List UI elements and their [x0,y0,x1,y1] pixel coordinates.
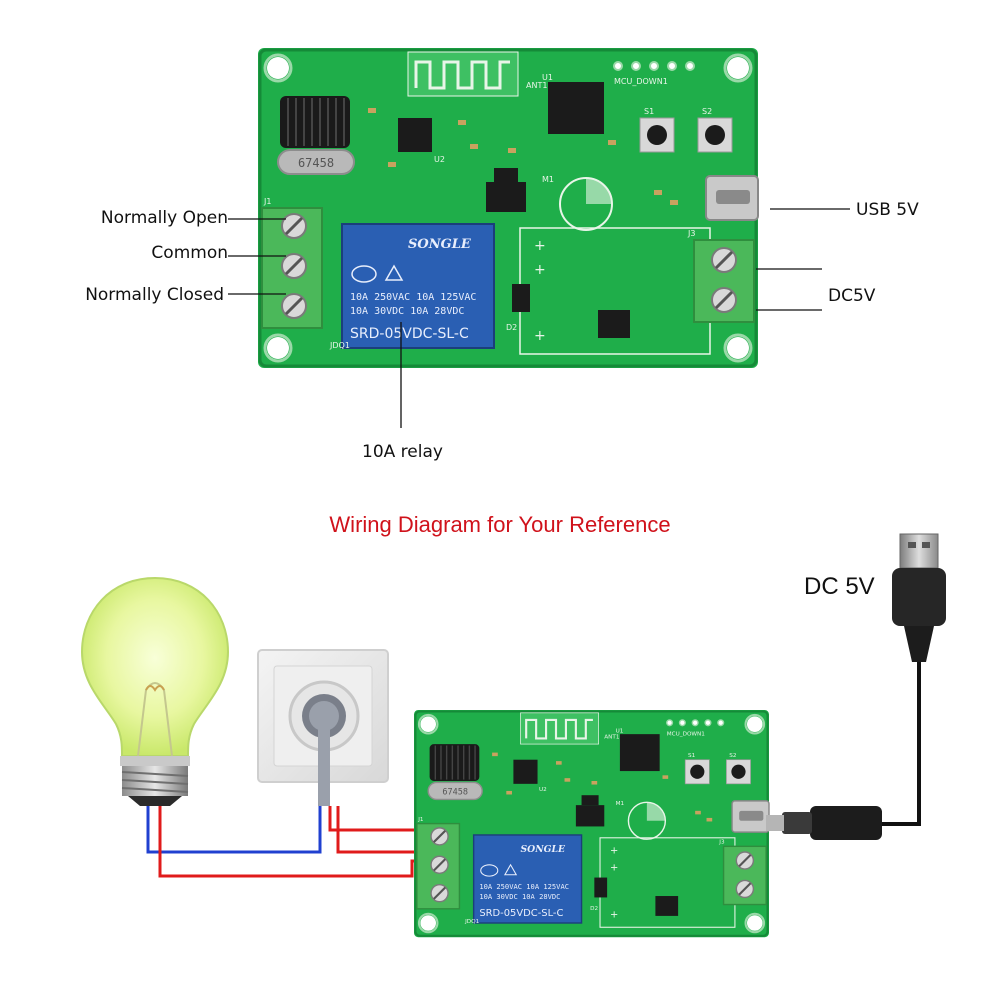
diagram-title: Wiring Diagram for Your Reference [329,512,671,537]
wall-socket-icon [257,649,389,806]
callout-lines [228,208,850,428]
label-usb: USB 5V [856,200,919,220]
pcb-board-bottom [412,708,771,939]
wiring [146,806,438,878]
label-relay: 10A relay [362,442,443,462]
dc-5v-label: DC 5V [804,573,875,600]
label-dc: DC5V [828,286,876,306]
light-bulb-icon [80,576,230,806]
label-normally-closed: Normally Closed [85,285,224,305]
label-common: Common [151,243,228,263]
usb-plug-icon [766,533,946,840]
label-normally-open: Normally Open [100,208,228,228]
pcb-board-top [256,46,760,370]
